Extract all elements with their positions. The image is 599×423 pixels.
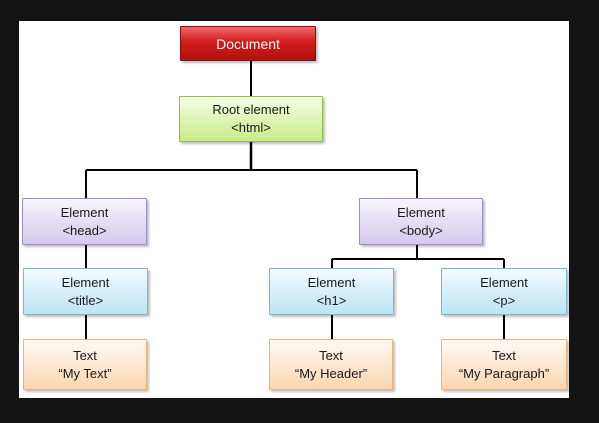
node-text-p-value: “My Paragraph” xyxy=(458,365,550,381)
node-text-title-label: Text xyxy=(73,347,97,363)
node-body: Element <body> xyxy=(359,198,483,245)
node-text-p-label: Text xyxy=(492,347,516,363)
node-body-label: Element xyxy=(397,204,445,220)
node-title: Element <title> xyxy=(23,268,148,315)
node-title-tag: <title> xyxy=(67,292,104,308)
node-root-tag: <html> xyxy=(231,120,271,135)
node-h1: Element <h1> xyxy=(269,268,394,315)
node-h1-tag: <h1> xyxy=(316,292,347,308)
node-document-label: Document xyxy=(216,35,280,52)
node-text-h1-label: Text xyxy=(319,347,343,363)
node-text-title: Text “My Text” xyxy=(23,339,147,390)
tree-connectors xyxy=(85,61,505,339)
node-body-tag: <body> xyxy=(399,222,443,238)
node-p: Element <p> xyxy=(441,268,567,315)
node-head-label: Element xyxy=(60,204,109,220)
node-head-tag: <head> xyxy=(62,222,107,238)
node-p-label: Element xyxy=(480,274,528,290)
node-text-h1-value: “My Header” xyxy=(294,365,368,381)
node-text-p: Text “My Paragraph” xyxy=(441,339,567,390)
node-root-label: Root element xyxy=(212,102,290,117)
node-root-element: Root element <html> xyxy=(179,96,323,142)
node-title-label: Element xyxy=(61,274,110,290)
node-p-tag: <p> xyxy=(492,292,516,308)
node-head: Element <head> xyxy=(22,198,147,245)
node-text-title-value: “My Text” xyxy=(58,365,112,381)
diagram-canvas: Document Root element <html> Element <he… xyxy=(19,21,569,398)
node-text-h1: Text “My Header” xyxy=(269,339,393,390)
node-document: Document xyxy=(180,26,316,61)
node-h1-label: Element xyxy=(307,274,356,290)
